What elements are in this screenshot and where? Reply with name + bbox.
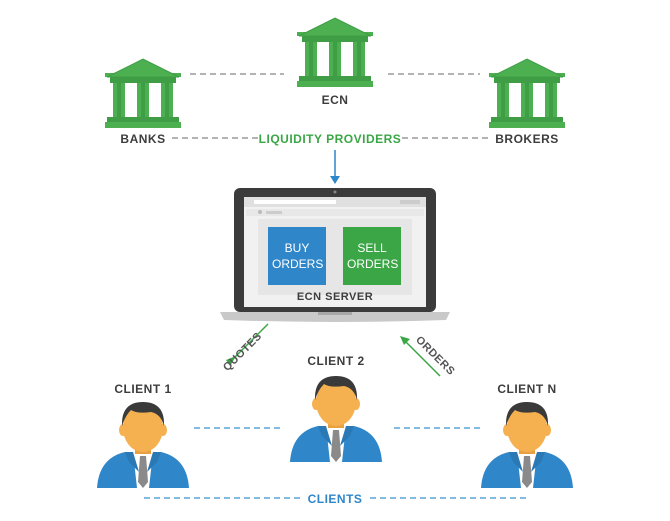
- ecn-label: ECN: [321, 93, 349, 107]
- client-1-label: CLIENT 1: [114, 382, 172, 396]
- quotes-arrow: [231, 323, 269, 361]
- buy-orders-label: BUY ORDERS: [272, 241, 324, 271]
- client-n-label: CLIENT N: [497, 382, 557, 396]
- client-2-label: CLIENT 2: [307, 354, 365, 368]
- client-person-icon-n: [481, 402, 573, 488]
- bank-building-icon-banks: [104, 58, 182, 129]
- bank-building-icon-ecn: [296, 17, 374, 88]
- brokers-label: BROKERS: [495, 132, 559, 146]
- ecn-server-label: ECN SERVER: [296, 291, 374, 303]
- clients-label: CLIENTS: [307, 492, 363, 506]
- liquidity-providers-label: LIQUIDITY PROVIDERS: [258, 132, 402, 146]
- orders-arrow: [403, 339, 441, 377]
- orders-arrowhead: [400, 336, 410, 345]
- sell-orders-box: SELL ORDERS: [343, 227, 401, 285]
- sell-orders-label: SELL ORDERS: [347, 241, 399, 271]
- buy-orders-box: BUY ORDERS: [268, 227, 326, 285]
- bank-building-icon-brokers: [488, 58, 566, 129]
- lp-to-server-arrowhead: [330, 176, 340, 184]
- client-person-icon-1: [97, 402, 189, 488]
- client-person-icon-2: [290, 376, 382, 462]
- banks-label: BANKS: [120, 132, 166, 146]
